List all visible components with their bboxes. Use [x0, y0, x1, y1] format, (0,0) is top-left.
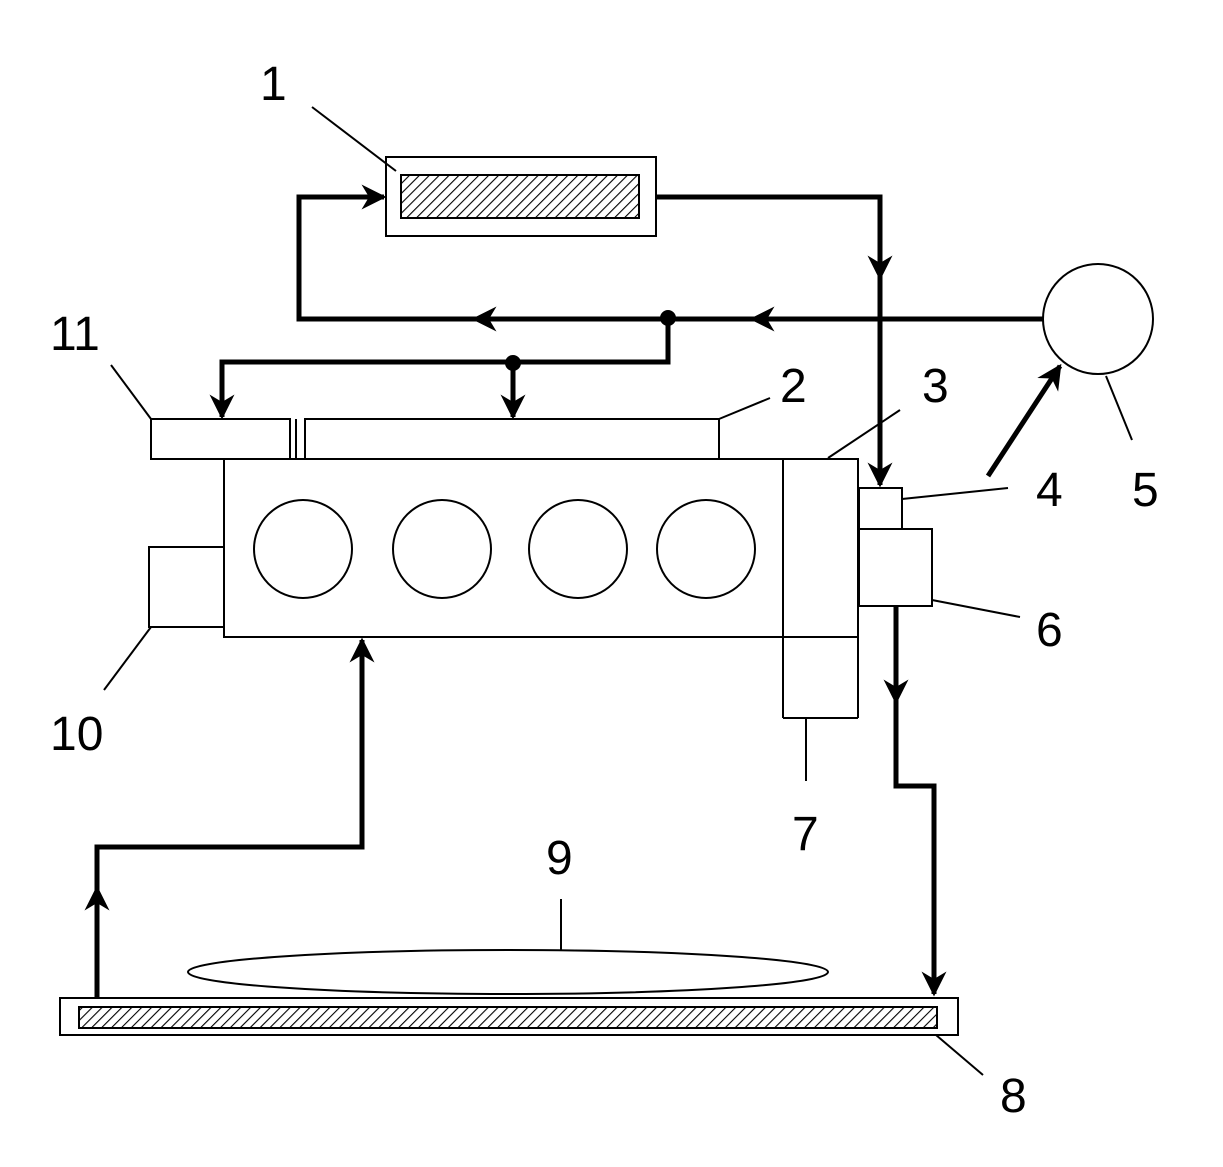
callout-7: 7	[792, 808, 819, 861]
callout-8: 8	[1000, 1070, 1027, 1123]
callout-3: 3	[922, 360, 949, 413]
junction-dot-1	[660, 310, 676, 326]
component-4-small-box	[858, 487, 903, 530]
component-9-ellipse	[187, 949, 829, 995]
component-11-top-left-cover	[150, 418, 291, 460]
component-5-circle	[1042, 263, 1154, 375]
cylinder-4	[656, 499, 756, 599]
component-8-lower-heater	[59, 997, 959, 1036]
leader-lines	[103, 106, 1133, 1076]
callout-6: 6	[1036, 604, 1063, 657]
callout-11: 11	[50, 308, 100, 361]
callout-1: 1	[260, 58, 287, 111]
callout-9: 9	[546, 832, 573, 885]
component-6-box	[858, 528, 933, 607]
callout-5: 5	[1132, 464, 1159, 517]
callout-4: 4	[1036, 464, 1063, 517]
cylinder-3	[528, 499, 628, 599]
callout-10: 10	[50, 708, 103, 761]
component-2-top-cover	[304, 418, 720, 460]
callout-2: 2	[780, 360, 807, 413]
junction-dot-2	[505, 355, 521, 371]
component-1-upper-heater	[385, 156, 657, 237]
component-10-side-box	[148, 546, 225, 628]
cylinder-1	[253, 499, 353, 599]
callout-labels: 1 2 3 4 5 6 7 8 9 10 11	[50, 58, 1159, 1123]
flow-lines	[84, 184, 1063, 997]
cylinder-2	[392, 499, 492, 599]
engine-block	[223, 458, 859, 638]
